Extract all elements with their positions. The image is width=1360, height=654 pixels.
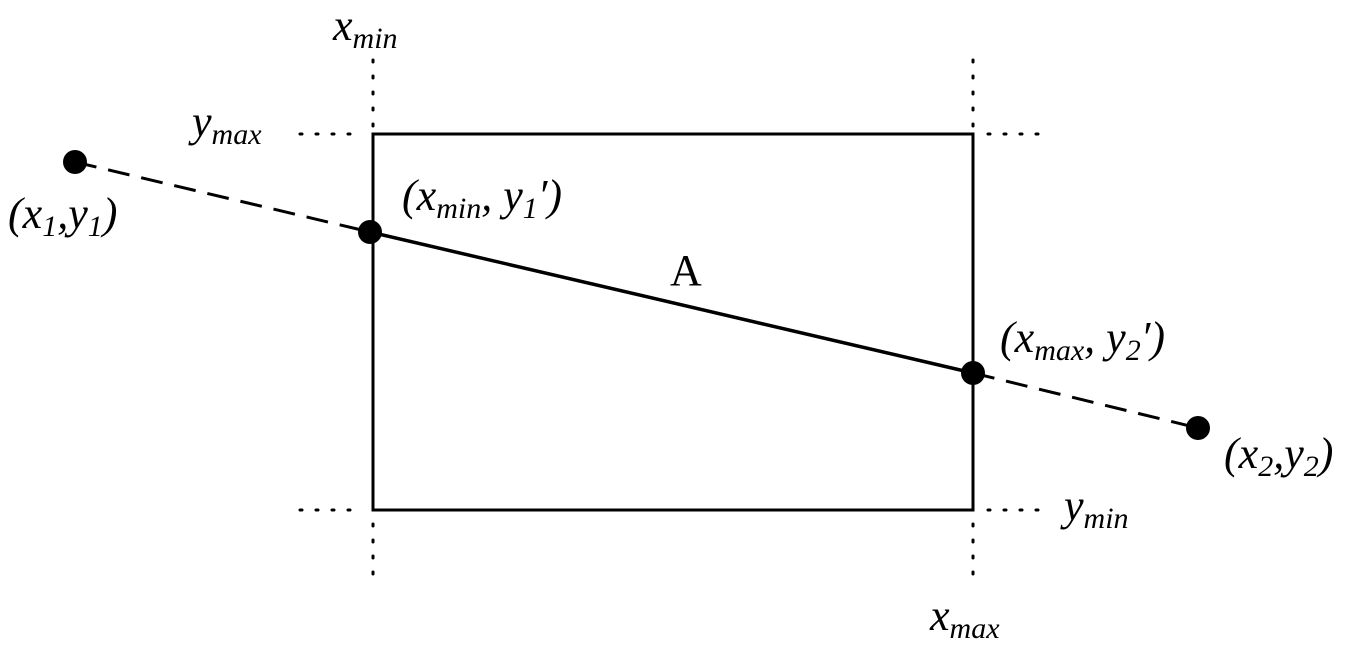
clipped-segment-a (369, 230, 974, 375)
guide-lines (298, 58, 1042, 582)
xmin-label: xmin (332, 1, 398, 55)
point-p1-label: (x1,y1) (8, 189, 117, 243)
point-p1-dot (63, 150, 87, 174)
point-i1-dot (358, 220, 382, 244)
ymin-label: ymin (1060, 481, 1129, 535)
point-p2-label: (x2,y2) (1224, 429, 1333, 483)
dashed-segment-right (972, 371, 1199, 430)
ymax-label: ymax (188, 97, 262, 151)
segment-label-a: A (670, 246, 702, 295)
clip-window (371, 132, 975, 512)
point-i2-dot (961, 361, 985, 385)
xmax-label: xmax (929, 591, 1000, 645)
dashed-segment-left (74, 160, 371, 234)
point-i1-label: (xmin, y1′) (402, 171, 562, 225)
point-i2-label: (xmax, y2′) (1000, 313, 1165, 367)
point-p2-dot (1186, 416, 1210, 440)
